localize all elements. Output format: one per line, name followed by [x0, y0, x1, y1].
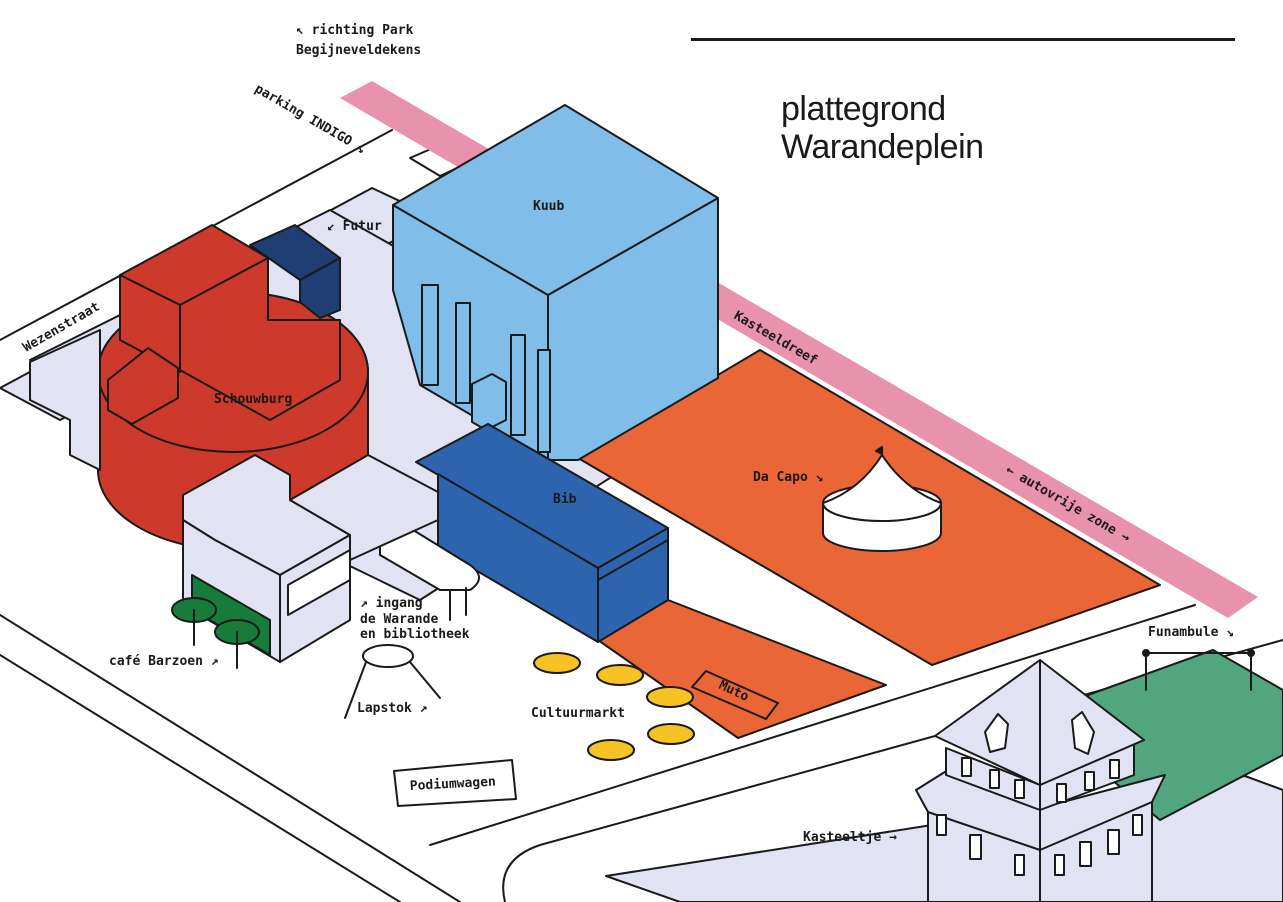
label-schouwburg: Schouwburg — [214, 392, 292, 407]
kasteeltje-window — [969, 834, 982, 860]
map-title-line-1: plattegrond — [781, 90, 946, 128]
canopy-roof — [379, 524, 480, 591]
map-title: plattegrond Warandeplein — [781, 90, 1201, 166]
podiumwagen-box — [393, 759, 517, 807]
kasteeltje-window — [1109, 759, 1120, 779]
map-title-line-2: Warandeplein — [781, 128, 984, 166]
kuub-column — [421, 284, 439, 386]
kasteeltje-roof-right — [1039, 659, 1145, 786]
kasteeltje-window — [1107, 829, 1120, 855]
label-lapstok: Lapstok ↗ — [357, 701, 427, 716]
lapstok-leg — [344, 661, 367, 719]
bib-building — [415, 423, 669, 643]
kasteeltje-window — [1132, 814, 1143, 836]
label-kasteeltje: Kasteeltje → — [803, 830, 897, 845]
kasteeltje-dormer — [984, 713, 1009, 753]
street-edge-south-2 — [0, 654, 401, 902]
funambule-post — [1142, 649, 1150, 657]
bib-facade-east — [597, 527, 669, 643]
kuub-column — [455, 302, 471, 404]
bib-roof-edge — [597, 539, 669, 581]
label-bib: Bib — [553, 492, 577, 507]
dacapo-tent — [822, 446, 942, 552]
kuub-kiosk — [471, 373, 507, 431]
schouwburg-step — [107, 347, 179, 425]
entrance-canopy — [379, 524, 480, 621]
kuub-column — [537, 349, 551, 453]
label-funambule: Funambule ↘ — [1148, 625, 1234, 640]
futur-block-side — [299, 257, 341, 319]
cafe-trees — [171, 597, 260, 669]
market-stand — [533, 652, 581, 674]
kasteeltje-window — [989, 769, 1000, 789]
kasteeltje-window — [1084, 771, 1095, 791]
street-edge-south — [0, 614, 461, 902]
label-park: ↖ richting Park — [296, 23, 414, 38]
title-rule — [691, 38, 1235, 41]
west-annex — [29, 329, 101, 471]
schouwburg-flytower-side — [119, 274, 181, 373]
kasteeltje-window — [1054, 854, 1065, 876]
cultuurmarkt-zone — [597, 599, 887, 739]
kuub-roof — [392, 104, 719, 296]
label-kuub: Kuub — [533, 199, 564, 214]
tent-roof — [822, 454, 942, 522]
label-ingang-1: ↗ ingang — [360, 596, 423, 611]
kasteeltje-dormer — [1071, 711, 1095, 755]
market-stand — [587, 739, 635, 761]
label-ingang-2: de Warande — [360, 612, 438, 627]
market-stand — [647, 723, 695, 745]
market-stand — [646, 686, 694, 708]
kasteeltje-window — [1014, 854, 1025, 876]
kasteeltje-area — [605, 649, 1283, 902]
funambule-post — [1247, 649, 1255, 657]
label-futur: ↙ Futur — [327, 219, 382, 234]
label-park-2: Begijneveldekens — [296, 43, 421, 58]
label-ingang-3: en bibliotheek — [360, 627, 470, 642]
muto-box — [691, 670, 779, 720]
lapstok-leg — [409, 661, 441, 699]
kasteeltje-window — [1056, 783, 1067, 803]
schouwburg-flytower-front — [179, 254, 341, 421]
label-dacapo: Da Capo ↘ — [753, 470, 823, 485]
market-stands — [533, 652, 695, 761]
label-cafe: café Barzoen ↗ — [109, 654, 219, 669]
cafe-building-wing — [289, 454, 439, 561]
market-stand — [596, 664, 644, 686]
label-cultuurmarkt: Cultuurmarkt — [531, 706, 625, 721]
kasteeltje-window — [1014, 779, 1025, 799]
cafe-window — [287, 549, 351, 616]
lapstok-ring — [362, 644, 414, 668]
schouwburg-building — [97, 224, 369, 551]
kasteeltje-window — [936, 814, 947, 836]
square-edge-south — [429, 604, 1196, 846]
kuub-column — [510, 334, 526, 436]
tent-flag-icon — [875, 446, 883, 455]
kasteeltje-window — [961, 757, 972, 777]
kasteeltje-window — [1079, 841, 1092, 867]
lapstok-sculpture — [344, 644, 441, 719]
kuub-building — [392, 104, 719, 461]
label-podiumwagen: Podiumwagen — [409, 775, 496, 794]
curb-east — [502, 639, 1283, 902]
